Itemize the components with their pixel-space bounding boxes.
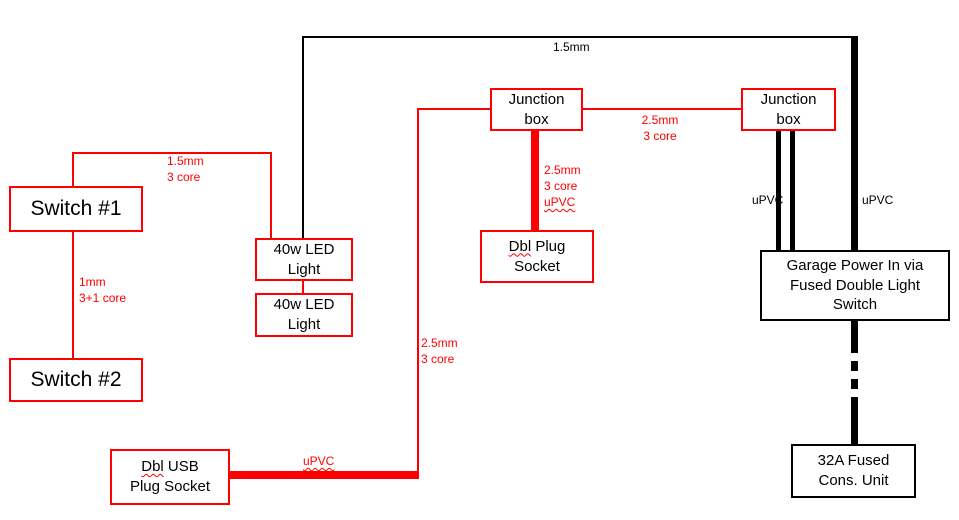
- wire-switch1-to-switch2-vertical: [72, 232, 74, 358]
- label-switch-to-led-line1: 1.5mm: [167, 154, 204, 168]
- box-dbl-usb-plug-socket: Dbl USB Plug Socket: [110, 449, 230, 505]
- wire-usb-branch-vertical: [417, 108, 419, 479]
- box-switch-1: Switch #1: [9, 186, 143, 232]
- box-junction-right-line1: Junction: [760, 90, 817, 108]
- label-switch-to-led: 1.5mm 3 core: [167, 153, 204, 185]
- wire-usb-run-thick-horizontal: [230, 471, 419, 479]
- wire-garage-to-consumer-dashed: [851, 321, 858, 444]
- label-junction-to-usb: 2.5mm 3 core: [421, 335, 458, 367]
- box-junction-right: Junction box: [741, 88, 836, 131]
- box-dbl-plug-socket-line1: Dbl Plug: [509, 237, 566, 257]
- box-led-light-2: 40w LED Light: [255, 293, 353, 337]
- box-led-light-1-line1: 40w LED: [273, 240, 335, 258]
- wire-junction-to-garage-left: [776, 131, 781, 250]
- label-junction-to-plug-line3: uPVC: [544, 195, 576, 209]
- box-dbl-plug-socket-word1: Dbl: [508, 237, 532, 255]
- box-junction-left-line1: Junction: [508, 90, 565, 108]
- box-junction-left: Junction box: [490, 88, 583, 131]
- label-upvc-right-text: uPVC: [862, 193, 894, 207]
- label-junction-to-junction: 2.5mm 3 core: [637, 112, 683, 144]
- label-junction-to-junction-line2: 3 core: [643, 129, 677, 143]
- wire-led1-to-led2-connector: [302, 281, 304, 293]
- wire-junction-to-garage-right: [790, 131, 795, 250]
- box-led-light-2-line1: 40w LED: [273, 296, 335, 314]
- box-dbl-usb-plug-socket-line1: Dbl USB: [141, 457, 199, 477]
- wire-top-feed-horizontal: [302, 36, 858, 38]
- wire-junction-to-junction-horizontal: [583, 108, 741, 110]
- box-led-light-2-line2: Light: [287, 316, 321, 333]
- label-junction-to-plug-line1: 2.5mm: [544, 163, 581, 177]
- wire-switch1-to-led-horizontal: [72, 152, 272, 154]
- label-switch-to-switch-line1: 1mm: [79, 275, 106, 289]
- box-led-light-1-line2: Light: [287, 260, 321, 278]
- label-top-feed-text: 1.5mm: [553, 40, 590, 54]
- box-dbl-plug-socket-line1-rest: Plug: [535, 237, 566, 255]
- box-consumer-unit: 32A Fused Cons. Unit: [791, 444, 916, 498]
- label-upvc-right: uPVC: [862, 192, 893, 208]
- box-dbl-usb-plug-socket-line2: Plug Socket: [129, 478, 211, 495]
- box-garage-power-in-line2: Fused Double Light: [789, 276, 921, 294]
- box-switch-2: Switch #2: [9, 358, 143, 402]
- box-junction-right-line2: box: [776, 110, 801, 128]
- label-junction-to-usb-line1: 2.5mm: [421, 336, 458, 350]
- box-switch-2-label: Switch #2: [30, 368, 122, 392]
- wire-junction-to-plug-thick-vertical: [531, 131, 539, 230]
- wire-junction-left-branch-horizontal: [417, 108, 490, 110]
- label-usb-run-upvc: uPVC: [303, 453, 334, 469]
- box-garage-power-in: Garage Power In via Fused Double Light S…: [760, 250, 950, 321]
- box-switch-1-label: Switch #1: [30, 197, 122, 221]
- label-junction-to-plug: 2.5mm 3 core uPVC: [544, 162, 581, 210]
- label-switch-to-switch: 1mm 3+1 core: [79, 274, 126, 306]
- label-switch-to-led-line2: 3 core: [167, 170, 201, 184]
- box-dbl-plug-socket: Dbl Plug Socket: [480, 230, 594, 283]
- label-upvc-left: uPVC: [752, 192, 783, 208]
- box-dbl-usb-plug-socket-line1-rest: USB: [167, 458, 199, 476]
- label-junction-to-junction-line1: 2.5mm: [641, 113, 679, 127]
- wire-switch1-up-vertical: [72, 152, 74, 186]
- box-consumer-unit-line1: 32A Fused: [817, 452, 890, 470]
- label-junction-to-usb-line2: 3 core: [421, 352, 455, 366]
- box-junction-left-line2: box: [524, 110, 549, 128]
- box-garage-power-in-line3: Switch: [832, 296, 878, 314]
- box-consumer-unit-line2: Cons. Unit: [818, 472, 889, 489]
- wire-main-feed-thick-vertical: [851, 36, 858, 250]
- box-led-light-1: 40w LED Light: [255, 238, 353, 281]
- wire-led-drop-vertical: [270, 152, 272, 238]
- box-garage-power-in-line1: Garage Power In via: [786, 256, 924, 274]
- label-usb-run-upvc-text: uPVC: [303, 454, 335, 468]
- wire-feed-to-led-vertical: [302, 36, 304, 238]
- label-junction-to-plug-line2: 3 core: [544, 179, 578, 193]
- label-top-feed: 1.5mm: [553, 39, 590, 55]
- label-upvc-left-text: uPVC: [752, 193, 784, 207]
- label-switch-to-switch-line2: 3+1 core: [79, 291, 127, 305]
- box-dbl-plug-socket-line2: Socket: [514, 257, 560, 275]
- box-dbl-usb-plug-socket-word1: Dbl: [141, 458, 164, 476]
